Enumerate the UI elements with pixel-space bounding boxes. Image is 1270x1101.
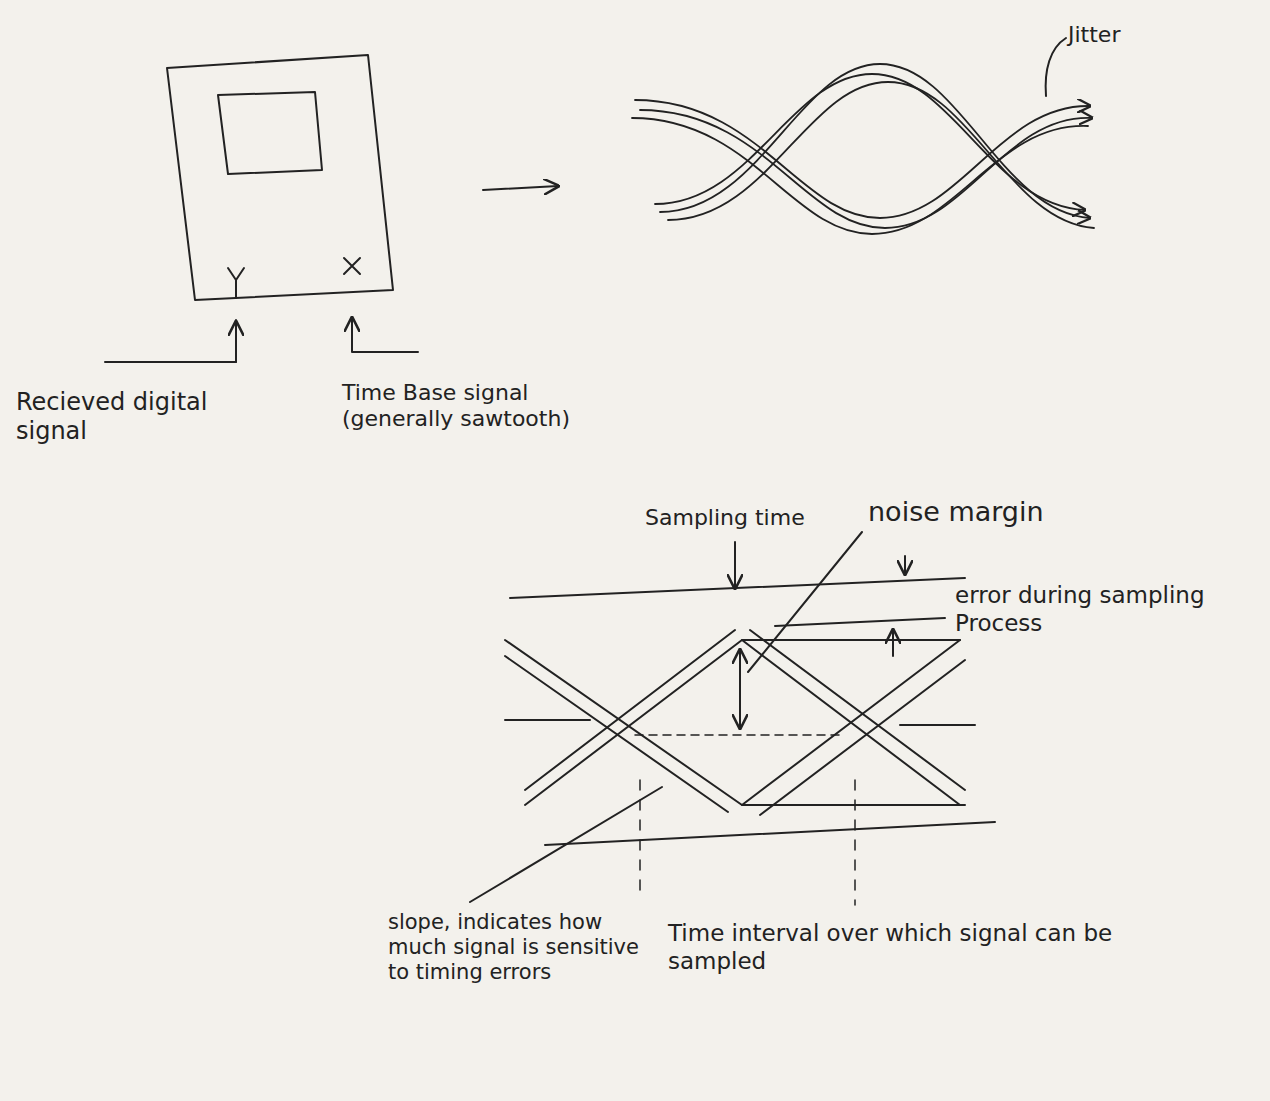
y-input-symbol (228, 268, 244, 298)
eye-waveform (632, 64, 1094, 234)
error-arrow-down (904, 556, 906, 574)
annotation-label: Recieved digital signal (16, 388, 246, 446)
annotation-label: Time interval over which signal can be s… (668, 920, 1208, 975)
sampling-time-arrow (734, 542, 736, 588)
noise-margin-leader (748, 532, 862, 672)
jitter-leader (1046, 38, 1066, 96)
slope-leader (470, 787, 662, 902)
annotation-label: error during sampling Process (955, 582, 1255, 637)
annotation-label: Time Base signal (generally sawtooth) (342, 380, 612, 433)
annotation-label: noise margin (868, 496, 1128, 528)
annotation-label: slope, indicates how much signal is sens… (388, 910, 658, 986)
oscilloscope-screen (218, 92, 322, 174)
noise-margin-arrow (739, 650, 741, 728)
oscilloscope-body (167, 55, 393, 300)
sampling-window-marks (640, 780, 855, 905)
error-arrow-up (892, 630, 894, 656)
annotation-label: Sampling time (645, 505, 845, 531)
x-input-symbol (344, 258, 360, 274)
threshold-line (635, 734, 845, 736)
display-arrow (483, 186, 558, 190)
annotation-label: Jitter (1068, 22, 1198, 48)
timebase-wire (352, 318, 418, 352)
signal-wire (105, 320, 236, 362)
eye-diagram (505, 578, 995, 845)
signal-arrow (235, 322, 237, 362)
